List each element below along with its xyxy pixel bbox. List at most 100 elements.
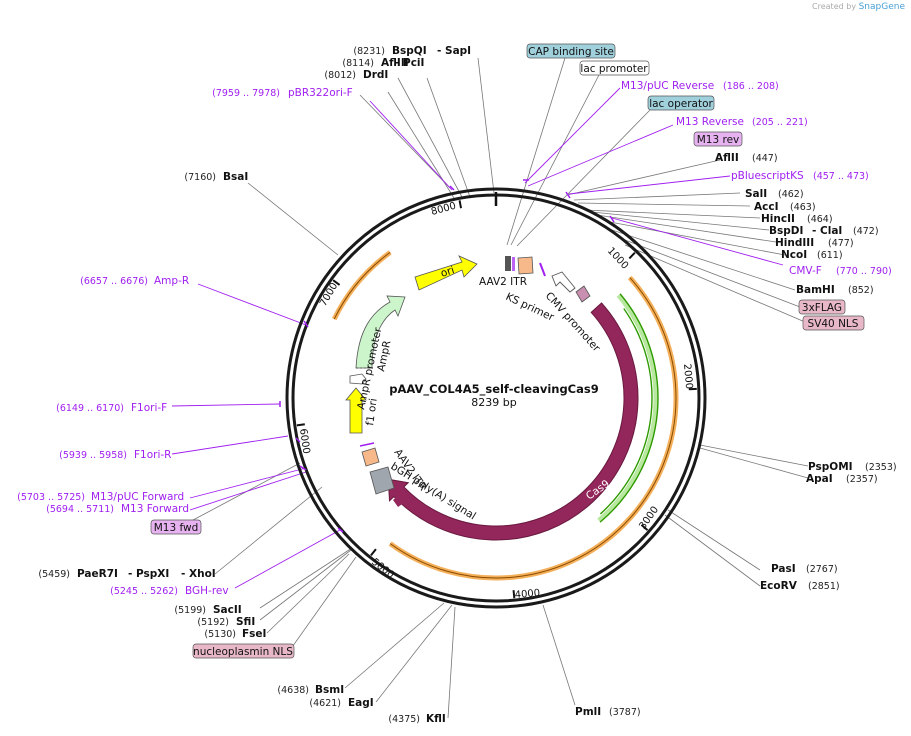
orange-arc-left-line (333, 251, 391, 320)
cmv-promoter-arrow (551, 271, 576, 293)
pmli-name: PmlI (575, 706, 601, 718)
ncoi-name: NcoI (781, 249, 807, 261)
primer-m13-forward: (5694 .. 5711) M13 Forward (46, 503, 189, 515)
cap-label: CAP binding site (528, 46, 614, 58)
acci-pos: (463) (790, 202, 816, 213)
m13-forward-range: (5694 .. 5711) (46, 504, 114, 515)
site-ncoi: NcoI (611) (781, 249, 843, 261)
cmv-f-range: (770 .. 790) (836, 266, 892, 277)
drdi-pos: (8012) (324, 70, 356, 81)
afli-pos: (447) (752, 153, 778, 164)
apai-pos: (2357) (846, 474, 878, 485)
tick-mark (458, 200, 463, 209)
bsmi-name: BsmI (315, 684, 344, 696)
site-bspqi-sapi: (8231) BspQI - SapI (353, 45, 471, 57)
primer-bgh-rev: (5245 .. 5262) BGH-rev (110, 585, 228, 597)
primer-marks (279, 179, 615, 533)
site-paer7i: (5459) PaeR7I - PspXI - XhoI (38, 568, 215, 580)
primer-tick-top (539, 262, 546, 277)
bspdi-pos: (472) (853, 226, 879, 237)
backbone-outer (285, 187, 707, 609)
box-nucleoplasmin-nls: nucleoplasmin NLS (192, 643, 295, 659)
paer7i-name: PaeR7I (77, 568, 118, 580)
primer-pbr322ori-f: (7959 .. 7978) pBR322ori-F (212, 87, 353, 99)
m13-reverse-name: M13 Reverse (676, 116, 744, 128)
tick-mark (628, 251, 636, 260)
site-bamhi: BamHI (852) (796, 284, 874, 296)
box-m13-rev: M13 rev (693, 131, 743, 147)
kfli-pos: (4375) (388, 714, 420, 725)
lac-promoter-label: lac promoter (580, 63, 648, 75)
f1ori-r-name: F1ori-R (134, 449, 171, 461)
orange-feature-line (389, 277, 677, 579)
primer-cmv-f: CMV-F (770 .. 790) (789, 265, 892, 277)
primer-m13puc-forward: (5703 .. 5725) M13/pUC Forward (17, 491, 184, 503)
site-bsmi: (4638) BsmI (277, 684, 344, 696)
site-sfii: (5192) SfiI (197, 616, 255, 628)
m13-fwd-label: M13 fwd (154, 522, 199, 534)
tick-marks (296, 200, 697, 599)
fsei-pos: (5130) (204, 629, 236, 640)
site-acci: AccI (463) (754, 201, 816, 213)
site-drdi: (8012) DrdI (324, 69, 388, 81)
bgh-rev-range: (5245 .. 5262) (110, 586, 178, 597)
cas9-arrow (387, 302, 639, 541)
box-3xflag: 3xFLAG (798, 299, 846, 315)
amp-r-range: (6657 .. 6676) (80, 276, 148, 287)
ampr-arrow (355, 295, 406, 369)
pbr322-name: pBR322ori-F (288, 87, 353, 99)
f1ori-f-range: (6149 .. 6170) (56, 403, 124, 414)
box-lac-promoter: lac promoter (579, 60, 650, 76)
primer-m13puc-rev: M13/pUC Reverse (186 .. 208) (621, 80, 779, 92)
pbr322-range: (7959 .. 7978) (212, 88, 280, 99)
hindiii-name: HindIII (775, 237, 814, 249)
site-hincii: HincII (464) (761, 213, 833, 225)
sali-name: SalI (745, 188, 767, 200)
site-sali: SalI (462) (745, 188, 804, 200)
nls-small-box (393, 494, 405, 507)
f1-ori-label: f1 ori (364, 398, 380, 427)
bspqi-pos: (8231) (353, 46, 385, 57)
bspqi-name: BspQI (392, 45, 427, 57)
pasi-pos: (2767) (806, 564, 838, 575)
site-kfli: (4375) KflI (388, 713, 445, 725)
tick-mark (512, 590, 516, 599)
leader-lines (179, 57, 809, 719)
pspomi-name: PspOMI (808, 461, 853, 473)
drdi-name: DrdI (363, 69, 388, 81)
afli-name: AflII (715, 152, 739, 164)
tick-mark (640, 524, 649, 531)
bgh-polya-box (369, 466, 395, 495)
primer-pbluescriptks: pBluescriptKS (457 .. 473) (731, 170, 869, 182)
site-hindiii: HindIII (477) (775, 237, 854, 249)
lac-operator-label: lac operator (649, 98, 713, 110)
clai-name: - ClaI (812, 225, 842, 237)
sacii-name: SacII (213, 604, 242, 616)
eagi-name: EagI (348, 697, 374, 709)
paer7i-pos: (5459) (38, 569, 70, 580)
site-bspdi-clai: BspDI - ClaI (472) (769, 225, 879, 237)
cmv-promoter-label: CMV promoter (543, 290, 603, 355)
m13puc-fwd-name: M13/pUC Forward (91, 491, 184, 503)
aav2-itr-top-box (517, 256, 534, 275)
m13puc-fwd-range: (5703 .. 5725) (17, 492, 85, 503)
ampr-promoter-arrow (349, 373, 367, 385)
ecorv-pos: (2851) (808, 581, 840, 592)
bgh-rev-name: BGH-rev (185, 585, 229, 597)
site-afliii-pcii: (8114) AflIII - PciI (342, 57, 424, 69)
pmli-pos: (3787) (609, 707, 641, 718)
box-lac-operator: lac operator (647, 95, 715, 111)
sfii-name: SfiI (236, 616, 255, 628)
f1ori-f-name: F1ori-F (131, 402, 167, 414)
pbluescriptks-name: pBluescriptKS (731, 170, 804, 182)
site-sacii: (5199) SacII (174, 604, 241, 616)
afliii-pos: (8114) (342, 58, 374, 69)
tick-mark (332, 279, 341, 286)
ori-label: ori (439, 264, 456, 280)
pspxi-name: - PspXI (128, 568, 169, 580)
box-cap-binding-site: CAP binding site (526, 43, 616, 59)
primer-leaders (171, 87, 784, 589)
tick-2000: 2000 (681, 363, 694, 389)
sali-pos: (462) (778, 189, 804, 200)
